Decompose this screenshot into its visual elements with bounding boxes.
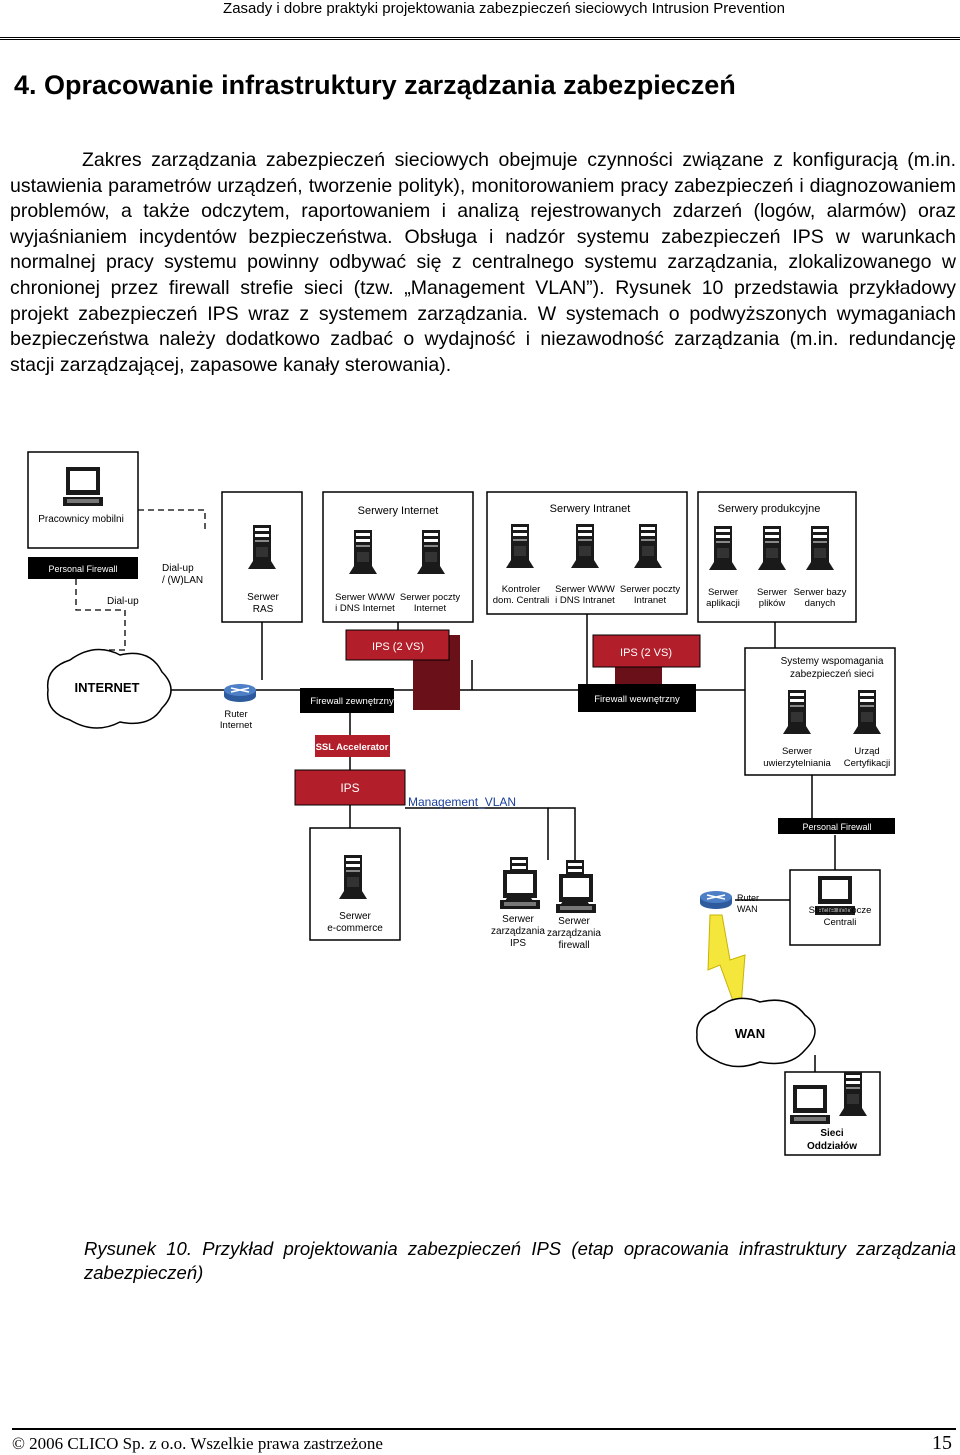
domain-controller-label-1: Kontroler: [502, 584, 541, 595]
www-intranet-label-2: i DNS Intranet: [555, 595, 615, 606]
workstations-label-1: Stacje robocze: [809, 905, 872, 916]
ecommerce-label-1: Serwer: [339, 911, 371, 922]
internet-servers-box: [322, 491, 474, 623]
wan-cloud: [696, 997, 816, 1068]
internal-firewall-box: [578, 684, 696, 712]
auth-server-label-2: uwierzytelniania: [763, 758, 831, 769]
ssl-accelerator-label: SSL Accelerator: [316, 742, 389, 753]
ips-vs-2-label: IPS (2 VS): [620, 647, 672, 659]
wan-label: WAN: [735, 1026, 765, 1041]
workstations-label-2: Centrali: [824, 917, 857, 928]
www-internet-label-2: i DNS Internet: [335, 603, 395, 614]
ssl-accelerator-box: [315, 735, 390, 757]
management-vlan-label: Management_VLAN: [408, 795, 516, 809]
www-internet-label-1: Serwer WWW: [335, 592, 395, 603]
router-internet-icon: [223, 683, 257, 703]
ips-vs-1-box: [345, 629, 450, 661]
mail-internet-label-1: Serwer poczty: [400, 592, 460, 603]
ips-label: IPS: [340, 781, 359, 795]
body-paragraph: Zakres zarządzania zabezpieczeń sieciowy…: [10, 148, 956, 378]
support-systems-title-1: Systemy wspomagania: [781, 656, 884, 667]
fw-mgmt-label-2: zarządzania: [547, 928, 601, 939]
ips-mgmt-console-icon: [500, 870, 540, 909]
branch-pc-icon: [790, 1085, 830, 1124]
ips-box: [294, 769, 406, 806]
mail-intranet-label-2: Intranet: [634, 595, 667, 606]
running-header: Zasady i dobre praktyki projektowania za…: [0, 0, 960, 40]
internet-label: INTERNET: [75, 680, 140, 695]
ips-mgmt-label-2: zarządzania: [491, 926, 545, 937]
router-wan-icon: [699, 890, 733, 910]
figure-caption: Rysunek 10. Przykład projektowania zabez…: [84, 1238, 956, 1283]
app-server-label-1: Serwer: [708, 587, 738, 598]
branches-label-1: Sieci: [820, 1128, 844, 1139]
running-title: Zasady i dobre praktyki projektowania za…: [223, 0, 785, 17]
workstation-firewall-label: Personal Firewall: [802, 822, 871, 832]
ips-mgmt-label-3: IPS: [510, 938, 526, 949]
mobile-firewall-label: Personal Firewall: [48, 564, 117, 574]
dialup-wlan-label-1: Dial-up: [162, 563, 194, 574]
fw-mgmt-label-1: Serwer: [558, 916, 590, 927]
mail-intranet-label-1: Serwer poczty: [620, 584, 680, 595]
ips-vs-1-label: IPS (2 VS): [372, 641, 424, 653]
ips-mgmt-label-1: Serwer: [502, 914, 534, 925]
router-wan-label-2: WAN: [737, 904, 758, 914]
www-intranet-label-1: Serwer WWW: [555, 584, 615, 595]
mobile-users-label-1: Pracownicy mobilni: [38, 514, 124, 525]
branches-label-2: Oddziałów: [807, 1141, 857, 1152]
ecommerce-label-2: e-commerce: [327, 923, 383, 934]
body-paragraph-text: Zakres zarządzania zabezpieczeń sieciowy…: [10, 149, 956, 376]
ras-label-1: Serwer: [247, 592, 279, 603]
db-server-label-2: danych: [805, 598, 836, 609]
mail-internet-label-2: Internet: [414, 603, 447, 614]
router-internet-label-1: Ruter: [224, 709, 247, 720]
db-server-label-1: Serwer bazy: [794, 587, 847, 598]
internet-cloud: [46, 648, 172, 729]
wan-link-bolt: [707, 914, 746, 1021]
app-server-label-2: aplikacji: [706, 598, 740, 609]
laptop-icon: [63, 467, 103, 506]
file-server-label-1: Serwer: [757, 587, 787, 598]
footer-copyright: © 2006 CLICO Sp. z o.o. Wszelkie prawa z…: [12, 1434, 383, 1453]
router-wan-label-1: Ruter: [737, 893, 759, 903]
network-diagram: Pracownicy mobilni Personal Firewall Dia…: [27, 451, 896, 1156]
ca-server-label-2: Certyfikacji: [844, 758, 890, 769]
external-firewall-box: [300, 688, 394, 713]
dialup-wlan-label-2: / (W)LAN: [162, 575, 203, 586]
intranet-servers-title: Serwery Intranet: [550, 503, 631, 515]
section-heading: 4. Opracowanie infrastruktury zarządzani…: [14, 70, 736, 100]
router-internet-label-2: Internet: [220, 720, 253, 731]
mobile-firewall-box: [28, 557, 138, 579]
ras-label-2: RAS: [253, 604, 274, 615]
external-firewall-label: Firewall zewnętrzny: [310, 696, 394, 707]
internet-servers-title: Serwery Internet: [358, 505, 439, 517]
production-servers-title: Serwery produkcyjne: [718, 503, 821, 515]
page-footer: © 2006 CLICO Sp. z o.o. Wszelkie prawa z…: [12, 1428, 956, 1454]
auth-server-label-1: Serwer: [782, 746, 812, 757]
fw-mgmt-console-icon: [556, 874, 596, 913]
fw-mgmt-label-3: firewall: [558, 940, 589, 951]
domain-controller-label-2: dom. Centrali: [493, 595, 550, 606]
internal-firewall-label: Firewall wewnętrzny: [594, 694, 680, 705]
ca-server-label-1: Urząd: [854, 746, 879, 757]
ips-vs-2-box: [592, 634, 701, 668]
dialup-label: Dial-up: [107, 596, 139, 607]
page-number: 15: [932, 1432, 952, 1454]
file-server-label-2: plików: [759, 598, 786, 609]
workstation-firewall-box: [778, 818, 895, 834]
support-systems-title-2: zabezpieczeń sieci: [790, 669, 874, 680]
